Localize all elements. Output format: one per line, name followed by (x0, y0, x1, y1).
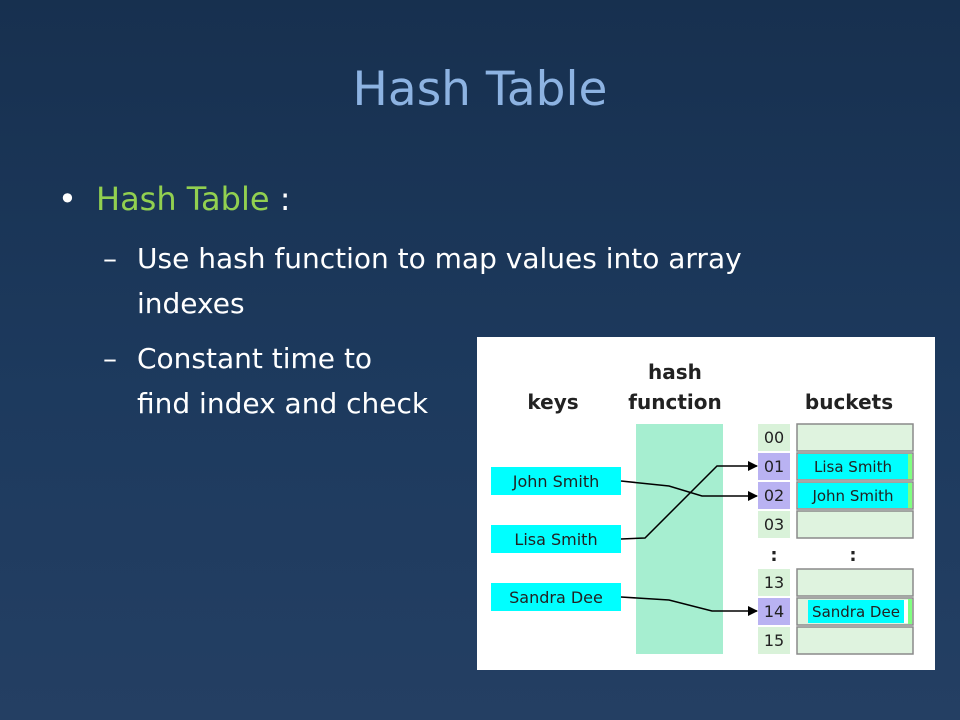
bullet-dot: • (58, 180, 77, 218)
bullet-term: Hash Table (96, 180, 270, 218)
key-sandra-dee: Sandra Dee (491, 583, 621, 611)
header-hash: hash (648, 360, 702, 384)
svg-text:Lisa Smith: Lisa Smith (814, 458, 892, 476)
key-lisa-smith: Lisa Smith (491, 525, 621, 553)
bucket-14: Sandra Dee (796, 597, 914, 626)
sub2-line2: find index and check (137, 387, 429, 420)
arrow-sandra-to-14 (620, 596, 758, 616)
svg-text:02: 02 (764, 486, 784, 505)
index-03: 03 (758, 511, 790, 538)
svg-text:John Smith: John Smith (512, 472, 599, 491)
sub2-line1: Constant time to (137, 342, 373, 375)
arrow-lisa-to-01 (620, 461, 758, 540)
svg-text:Sandra Dee: Sandra Dee (509, 588, 603, 607)
slide-title: Hash Table (352, 62, 608, 117)
header-function: function (628, 390, 721, 414)
bucket-02: John Smith (796, 481, 914, 510)
arrow-john-to-02 (620, 480, 758, 501)
index-01: 01 (758, 453, 790, 480)
bucket-ellipsis: : (849, 545, 856, 566)
index-02: 02 (758, 482, 790, 509)
svg-text:Lisa Smith: Lisa Smith (514, 530, 597, 549)
index-14: 14 (758, 598, 790, 625)
bullet-suffix: : (269, 180, 291, 218)
bullet-hash-table: • Hash Table : (58, 180, 291, 218)
svg-text:14: 14 (764, 602, 784, 621)
svg-text:01: 01 (764, 457, 784, 476)
index-00: 00 (758, 424, 790, 451)
bucket-03 (796, 510, 914, 539)
bucket-01: Lisa Smith (796, 452, 914, 481)
header-keys: keys (527, 390, 578, 414)
index-ellipsis: : (770, 545, 777, 566)
index-15: 15 (758, 627, 790, 654)
svg-text:Sandra Dee: Sandra Dee (812, 603, 900, 621)
hash-table-svg: keys hash function buckets John Smith Li… (491, 360, 914, 655)
sub-bullet-hash-function: –Use hash function to map values into ar… (103, 236, 742, 326)
svg-text:15: 15 (764, 631, 784, 650)
hash-table-diagram: keys hash function buckets John Smith Li… (477, 337, 935, 670)
header-buckets: buckets (805, 390, 893, 414)
svg-text:John Smith: John Smith (811, 487, 893, 505)
dash-icon: – (103, 342, 117, 375)
svg-text:03: 03 (764, 515, 784, 534)
dash-icon: – (103, 242, 117, 275)
sub1-line1: Use hash function to map values into arr… (137, 242, 742, 275)
svg-text:00: 00 (764, 428, 784, 447)
bucket-15 (796, 626, 914, 655)
svg-text:13: 13 (764, 573, 784, 592)
sub-bullet-constant-time: –Constant time to find index and check (103, 336, 428, 426)
sub1-line2: indexes (137, 287, 245, 320)
bucket-00 (796, 423, 914, 452)
index-13: 13 (758, 569, 790, 596)
key-john-smith: John Smith (491, 467, 621, 495)
hash-function-band (636, 424, 723, 654)
bucket-13 (796, 568, 914, 597)
